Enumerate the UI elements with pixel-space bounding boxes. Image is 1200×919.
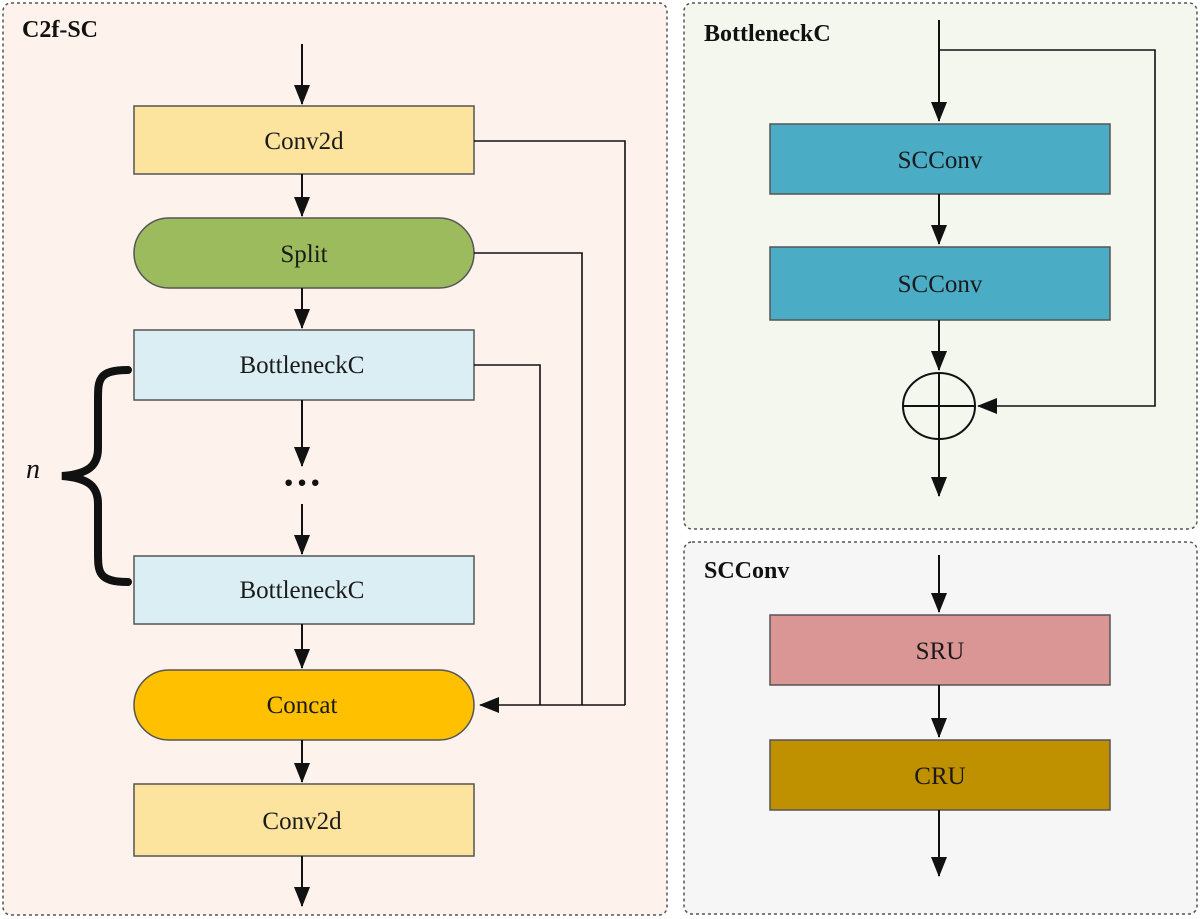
add-icon xyxy=(902,372,976,440)
skip-conv-to-concat xyxy=(474,140,626,705)
repeat-brace xyxy=(61,366,132,586)
bn-scconv-2-box xyxy=(769,246,1111,321)
cru-label: CRU xyxy=(914,763,965,790)
bottleneck-1-label: BottleneckC xyxy=(240,352,365,379)
ellipsis: ··· xyxy=(282,460,322,505)
bottleneck-1-box xyxy=(133,329,475,401)
panel-scconv-title: SCConv xyxy=(704,558,789,584)
concat-label: Concat xyxy=(267,692,338,719)
panel-bottleneckc-title: BottleneckC xyxy=(704,21,831,47)
sru-label: SRU xyxy=(916,638,965,665)
skip-split-to-concat xyxy=(474,252,583,705)
conv2d-top-label: Conv2d xyxy=(264,128,344,155)
bn-scconv-1-box xyxy=(769,123,1111,195)
conv2d-bottom-label: Conv2d xyxy=(262,808,342,835)
panel-scconv: SCConv SRU CRU xyxy=(683,541,1198,915)
bn-scconv-2-label: SCConv xyxy=(898,271,983,298)
split-label: Split xyxy=(280,241,327,268)
sru-box xyxy=(769,614,1111,686)
conv2d-top-box xyxy=(133,105,475,175)
panel-scconv-frame xyxy=(683,541,1198,915)
panel-c2f-sc: C2f-SC Conv2d Split BottleneckC ··· Bott… xyxy=(2,2,668,916)
bn-scconv-1-label: SCConv xyxy=(898,147,983,174)
bn-residual-line xyxy=(939,49,1156,407)
cru-box xyxy=(769,739,1111,811)
bottleneck-n-label: BottleneckC xyxy=(240,577,365,604)
concat-box xyxy=(133,669,475,741)
repeat-label: n xyxy=(26,454,40,485)
panel-c2f-sc-title: C2f-SC xyxy=(22,17,98,43)
bottleneck-n-box xyxy=(133,555,475,625)
skip-bottleneck-to-concat xyxy=(474,364,541,705)
panel-bottleneckc: BottleneckC SCConv SCConv xyxy=(683,2,1198,530)
conv2d-bottom-box xyxy=(133,783,475,857)
